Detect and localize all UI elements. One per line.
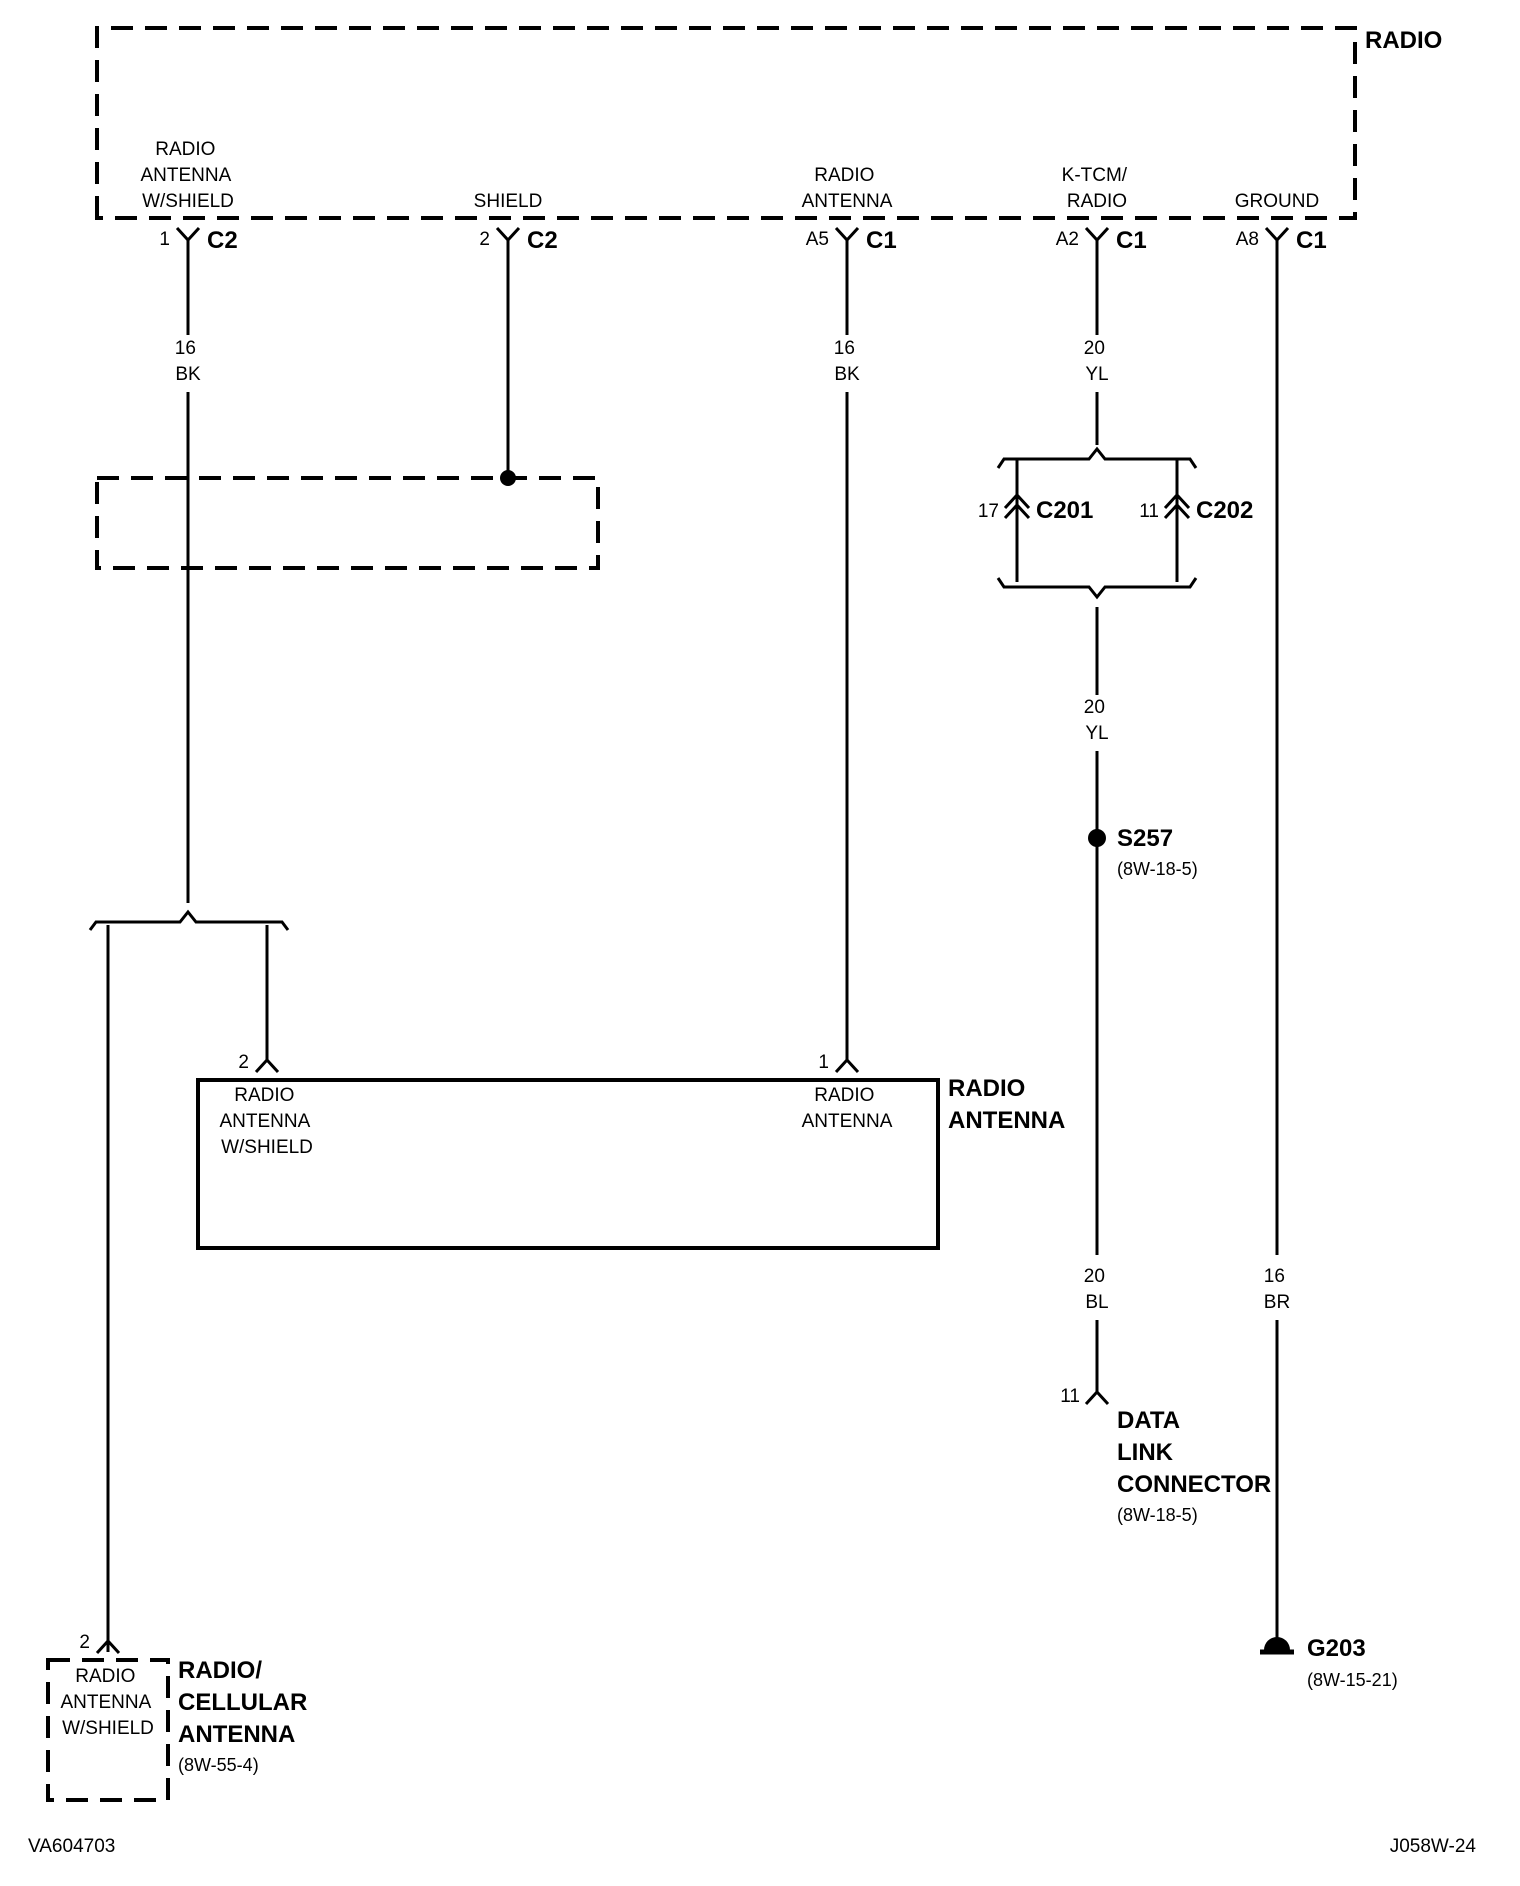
wire-radio-antenna: 16 BK <box>834 240 860 1060</box>
svg-text:11: 11 <box>1139 501 1159 522</box>
radio-antenna-title: RADIO ANTENNA <box>948 1075 1065 1134</box>
wire-4c-spec: 20 BL <box>1084 1266 1110 1313</box>
radio-pin3-connector: A5 C1 <box>806 226 897 254</box>
cellular-ref: (8W-55-4) <box>178 1755 259 1775</box>
radio-pin1-label: RADIO ANTENNA W/SHIELD <box>140 139 235 212</box>
radio-component: RADIO RADIO ANTENNA W/SHIELD SHIELD RADI… <box>95 26 1442 220</box>
svg-text:C1: C1 <box>1296 227 1327 254</box>
radio-outline <box>95 26 1357 220</box>
inline-brace-top <box>996 446 1198 469</box>
svg-text:C1: C1 <box>866 227 897 254</box>
radio-antenna-component: 2 1 RADIO ANTENNA W/SHIELD RADIO ANTENNA… <box>196 1052 1065 1250</box>
svg-text:2: 2 <box>238 1052 249 1073</box>
cellular-title: RADIO/ CELLULAR ANTENNA <box>178 1657 314 1748</box>
svg-text:C2: C2 <box>527 227 558 254</box>
splice-s257-ref: (8W-18-5) <box>1117 859 1198 879</box>
wire-ground: 16 BR G203 (8W-15-21) <box>1260 240 1398 1690</box>
cellular-pin-connector <box>95 1638 121 1655</box>
cellular-box <box>46 1658 170 1802</box>
svg-text:C201: C201 <box>1036 497 1093 524</box>
inline-connector-c201: 17 C201 <box>978 492 1093 524</box>
svg-text:17: 17 <box>978 501 999 522</box>
svg-text:1: 1 <box>818 1052 829 1073</box>
shield-wire <box>95 240 600 570</box>
svg-text:2: 2 <box>479 229 490 250</box>
figure-code-right: J058W-24 <box>1390 1836 1477 1857</box>
radio-antenna-box <box>196 1078 940 1250</box>
wire-3-spec: 16 BK <box>834 338 860 385</box>
wire-radio-antenna-shield: 16 BK <box>88 240 290 1652</box>
radio-pin5-connector: A8 C1 <box>1236 226 1327 254</box>
data-link-connector: 11 DATA LINK CONNECTOR (8W-18-5) <box>1060 1386 1271 1525</box>
svg-text:C202: C202 <box>1196 497 1253 524</box>
splice-s257-dot <box>1088 829 1106 847</box>
svg-text:1: 1 <box>159 229 170 250</box>
antenna-pin2-connector: 2 <box>238 1052 280 1074</box>
radio-pin1-connector: 1 C2 <box>159 226 238 254</box>
cellular-pin-label: RADIO ANTENNA W/SHIELD <box>60 1666 155 1739</box>
svg-text:A5: A5 <box>806 229 829 250</box>
dlc-title: DATA LINK CONNECTOR <box>1117 1407 1271 1498</box>
wire-ktcm-radio: 20 YL 17 C201 11 C202 20 YL S257 (8W-18-… <box>978 240 1253 1392</box>
inline-brace-bottom <box>996 577 1198 600</box>
ground-g203-name: G203 <box>1307 1635 1366 1662</box>
wire-4a-spec: 20 YL <box>1084 338 1110 385</box>
splice-s257-name: S257 <box>1117 825 1173 852</box>
antenna-pin1-label: RADIO ANTENNA <box>802 1085 893 1132</box>
shield-box <box>95 476 600 570</box>
svg-text:C2: C2 <box>207 227 238 254</box>
cellular-pin: 2 <box>79 1632 90 1653</box>
wire-5-spec: 16 BR <box>1264 1266 1290 1313</box>
dlc-pin: 11 <box>1060 1386 1080 1407</box>
ground-g203-ref: (8W-15-21) <box>1307 1670 1398 1690</box>
svg-text:A8: A8 <box>1236 229 1259 250</box>
antenna-pin1-connector: 1 <box>818 1052 860 1074</box>
radio-pin4-label: K-TCM/ RADIO <box>1062 165 1133 212</box>
radio-connectors: 1 C2 2 C2 A5 C1 A2 C1 A8 C1 <box>159 226 1327 254</box>
radio-pin3-label: RADIO ANTENNA <box>802 165 893 212</box>
dlc-ref: (8W-18-5) <box>1117 1505 1198 1525</box>
wire-4b-spec: 20 YL <box>1084 697 1110 744</box>
antenna-pin2-label: RADIO ANTENNA W/SHIELD <box>219 1085 314 1158</box>
wire-1-spec: 16 BK <box>175 338 201 385</box>
radio-pin4-connector: A2 C1 <box>1056 226 1147 254</box>
branch-brace-antenna <box>88 909 290 931</box>
svg-text:C1: C1 <box>1116 227 1147 254</box>
radio-pin2-label: SHIELD <box>474 191 543 212</box>
inline-connector-c202: 11 C202 <box>1139 492 1253 524</box>
dlc-pin-connector <box>1084 1389 1110 1406</box>
svg-text:A2: A2 <box>1056 229 1079 250</box>
radio-pin2-connector: 2 C2 <box>479 226 558 254</box>
radio-pin5-label: GROUND <box>1235 191 1319 212</box>
figure-code-left: VA604703 <box>28 1836 115 1857</box>
ground-g203-icon <box>1264 1637 1290 1650</box>
radio-cellular-antenna: 2 RADIO ANTENNA W/SHIELD RADIO/ CELLULAR… <box>46 1632 314 1802</box>
radio-title: RADIO <box>1365 27 1442 54</box>
